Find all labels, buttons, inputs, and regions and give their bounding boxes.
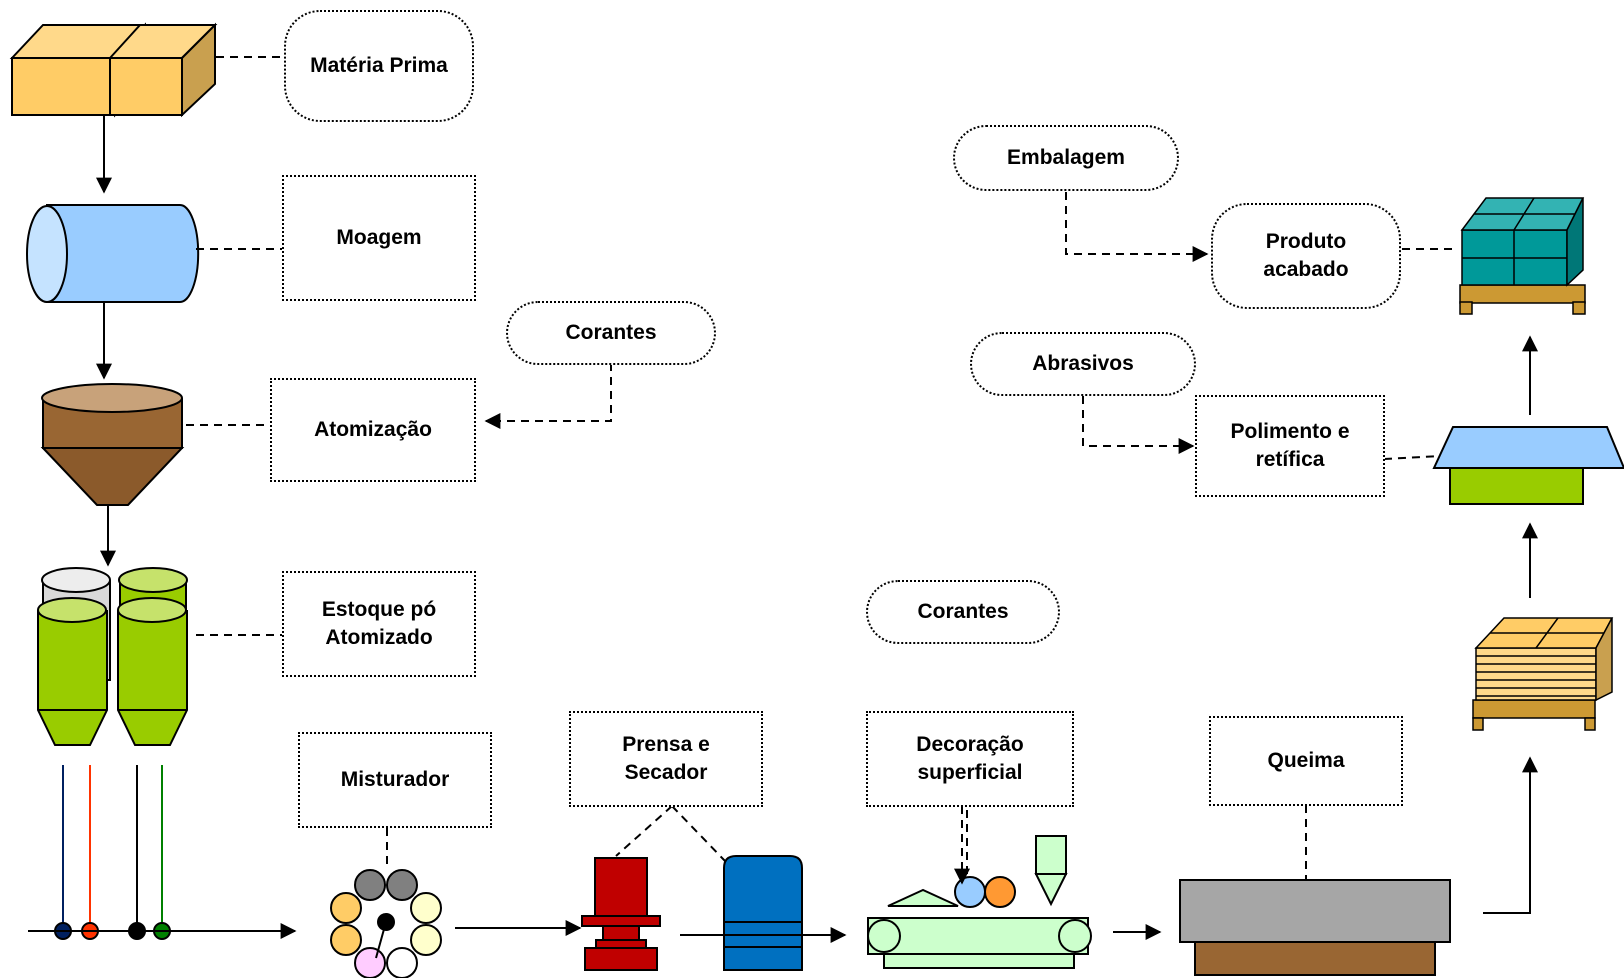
atomizer-icon [40,383,185,506]
press-icon [581,857,661,971]
label-atomizacao: Atomização [270,378,476,482]
label-produto-acabado: Produto acabado [1211,203,1401,309]
label-prensa-secador: Prensa e Secador [569,711,763,807]
label-queima: Queima [1209,716,1403,806]
dryer-icon [723,855,803,971]
dosing-lines [54,765,171,940]
label-materia-prima: Matéria Prima [284,10,474,122]
label-moagem: Moagem [282,175,476,301]
mill-cylinder-icon [26,204,200,303]
decoration-line-icon [867,835,1092,969]
label-abrasivos: Abrasivos [970,332,1196,396]
kiln-icon [1179,879,1451,976]
label-corantes-bottom: Corantes [866,580,1060,644]
label-embalagem: Embalagem [953,125,1179,191]
label-corantes-top: Corantes [506,301,716,365]
label-estoque-po-atomizado: Estoque pó Atomizado [282,571,476,677]
label-decoracao-superficial: Decoração superficial [866,711,1074,807]
tile-stack-pallet-icon [1472,617,1614,731]
dashed-connectors [186,56,1458,885]
label-misturador: Misturador [298,732,492,828]
mixer-icon [330,869,442,978]
finished-product-pallet-icon [1459,197,1586,315]
label-polimento-retifica: Polimento e retífica [1195,395,1385,497]
flow-arrows [28,116,1538,943]
polishing-machine-icon [1432,426,1624,505]
raw-material-boxes-icon [9,22,218,118]
powder-silos-icon [37,567,188,746]
